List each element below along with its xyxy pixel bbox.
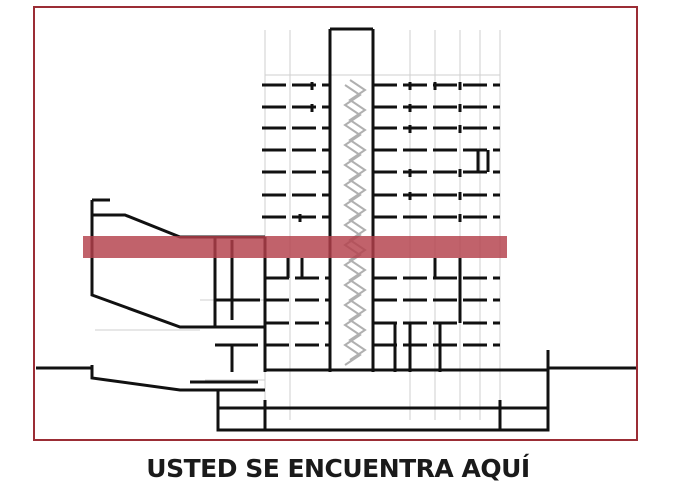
you-are-here-caption: USTED SE ENCUENTRA AQUÍ <box>146 454 530 483</box>
left-wing <box>90 198 265 392</box>
ground-and-basement <box>36 350 636 432</box>
current-floor-highlight <box>83 236 507 258</box>
floor-slabs <box>262 83 500 347</box>
tower-walls <box>263 27 375 372</box>
column-marks <box>286 82 490 372</box>
stair-flights <box>343 79 367 366</box>
